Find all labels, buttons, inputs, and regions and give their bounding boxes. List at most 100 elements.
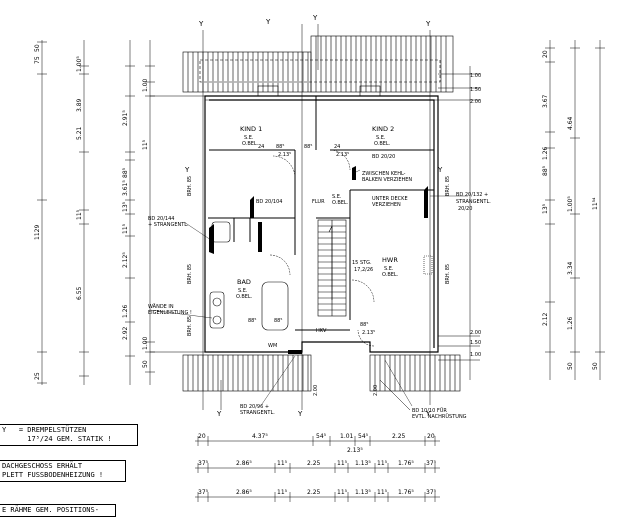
note-unter-decke-2: VERZIEHEN — [372, 202, 401, 208]
level-mark: 2.00 — [470, 330, 481, 336]
note-zwischen: ZWISCHEN KEHL- — [362, 171, 406, 177]
interior-dim: 2.00 — [373, 385, 379, 396]
level-mark: 1.00 — [470, 73, 481, 79]
left-dim: 1.00 — [142, 78, 149, 92]
room-floor-bad: S.E. — [238, 288, 248, 294]
interior-dim: 2.13⁵ — [362, 330, 375, 336]
left-dim: 1.26 — [122, 304, 129, 318]
leader-lines — [149, 169, 468, 407]
level-mark: 1.50 — [470, 87, 481, 93]
bath-fixtures — [209, 221, 433, 331]
right-dim: 1.26 — [567, 316, 574, 330]
left-dim: 50 — [142, 360, 149, 368]
bottom-dim: 1.76⁵ — [398, 460, 414, 467]
room-name-hwr: HWR — [382, 256, 398, 264]
bottom-dim: 1.76⁵ — [398, 489, 414, 496]
bottom-dim: 4.37⁵ — [252, 433, 268, 440]
axis-y-label: Y — [184, 166, 190, 174]
right-dimension-lines — [438, 40, 605, 380]
interior-dim: 88⁵ — [248, 318, 256, 324]
bottom-dimension-lines — [195, 436, 440, 502]
right-dim: 1.26 — [542, 146, 549, 160]
bottom-dim: 11⁵ — [277, 460, 288, 467]
axis-y-label: Y — [425, 410, 431, 418]
left-dim: 11⁵ — [142, 139, 149, 150]
bottom-dim: 2.13⁵ — [347, 447, 363, 454]
bottom-dim: 2.86⁵ — [236, 489, 252, 496]
right-dim: 20 — [542, 50, 549, 58]
sill-label: BRH. 85 — [187, 176, 193, 196]
left-dim: 6.55 — [76, 286, 83, 300]
right-dim: 1.00⁵ — [567, 196, 574, 212]
interior-dim: 24 — [334, 144, 340, 150]
bottom-dim: 11⁵ — [277, 489, 288, 496]
note-bd-20-132: BD 20/132 + — [456, 192, 488, 198]
staircase — [317, 219, 347, 317]
level-mark: 2.00 — [470, 99, 481, 105]
room-name-kind1: KIND 1 — [240, 125, 262, 133]
left-dim: 88⁵ — [122, 167, 129, 178]
sill-label: BRH. 85 — [445, 176, 451, 196]
bottom-dim: 37⁵ — [198, 489, 209, 496]
interior-dim: 24 — [258, 144, 264, 150]
right-dim: 3.67 — [542, 94, 549, 108]
room-name-kind2: KIND 2 — [372, 125, 394, 133]
right-dim: 2.12 — [542, 312, 549, 326]
right-dim: 88⁵ — [542, 165, 549, 176]
legend-line: Y = DREMPELSTÜTZEN — [2, 426, 87, 434]
note-strangentl: + STRANGENTL. — [148, 222, 189, 228]
bottom-dim: 37⁵ — [426, 460, 437, 467]
legend-drempel: Y = DREMPELSTÜTZEN 17⁵/24 GEM. STATIK ! — [0, 424, 138, 446]
level-mark: 1.00 — [470, 352, 481, 358]
bottom-dim: 2.25 — [307, 489, 321, 496]
sill-label: BRH. 85 — [445, 264, 451, 284]
axis-y-label: Y — [425, 20, 431, 28]
note-bd-20-96: BD 20/96 + — [240, 404, 269, 410]
bottom-dim: 20 — [198, 433, 206, 440]
note-hkv: HKV — [316, 328, 327, 334]
interior-dim: 88⁵ — [360, 322, 368, 328]
note-bd-20-20: BD 20/20 — [372, 154, 395, 160]
left-dim: 13⁵ — [122, 201, 129, 212]
room-heat-kind1: O.BEL. — [242, 141, 259, 147]
left-dim: 11⁵ — [76, 209, 83, 220]
axis-y-label: Y — [198, 20, 204, 28]
legend-line: PLETT FUSSBODENHEIZUNG ! — [2, 471, 104, 479]
left-dimension-lines — [37, 40, 205, 385]
room-floor-hwr: S.E. — [384, 266, 394, 272]
left-dim: 75 — [34, 56, 41, 64]
left-dim: 50 — [34, 44, 41, 52]
bottom-dim: 37⁵ — [426, 489, 437, 496]
bottom-dim: 54⁵ — [358, 433, 369, 440]
note-bd-20-144: BD 20/144 — [148, 216, 174, 222]
note-20-20: 20/20 — [458, 206, 472, 212]
strut-markers — [209, 166, 428, 354]
right-dim: 11⁵⁴ — [592, 197, 599, 210]
interior-dim: 2.13⁵ — [278, 152, 291, 158]
axis-y-label: Y — [297, 410, 303, 418]
left-dim: 3.89 — [76, 98, 83, 112]
axis-y-label: Y — [265, 18, 271, 26]
left-dim: 2.12⁵ — [122, 252, 129, 268]
bottom-dim: 1.13⁵ — [355, 460, 371, 467]
interior-dim: 2.00 — [313, 385, 319, 396]
left-dim: 1.00 — [142, 336, 149, 350]
note-evtl: EVTL. NACHRÜSTUNG — [412, 413, 467, 420]
axis-y-label: Y — [437, 166, 443, 174]
bottom-dim: 2.25 — [392, 433, 406, 440]
left-dim: 2.91⁵ — [122, 110, 129, 126]
room-heat-kind2: O.BEL. — [374, 141, 391, 147]
room-heat-hwr: O.BEL. — [382, 272, 399, 278]
legend-line: DACHGESCHOSS ERHÄLT — [2, 462, 83, 470]
note-waende-2: EIGENLEISTUNG ! — [148, 310, 192, 316]
left-dim: 1.00⁵ — [76, 56, 83, 72]
bottom-dim: 1.13⁵ — [355, 489, 371, 496]
note-bd-20-104: BD 20/104 — [256, 199, 282, 205]
right-dim: 50 — [567, 362, 574, 370]
door-swings — [269, 149, 375, 347]
room-name-bad: BAD — [237, 278, 251, 286]
room-heat-bad: O.BEL. — [236, 294, 253, 300]
